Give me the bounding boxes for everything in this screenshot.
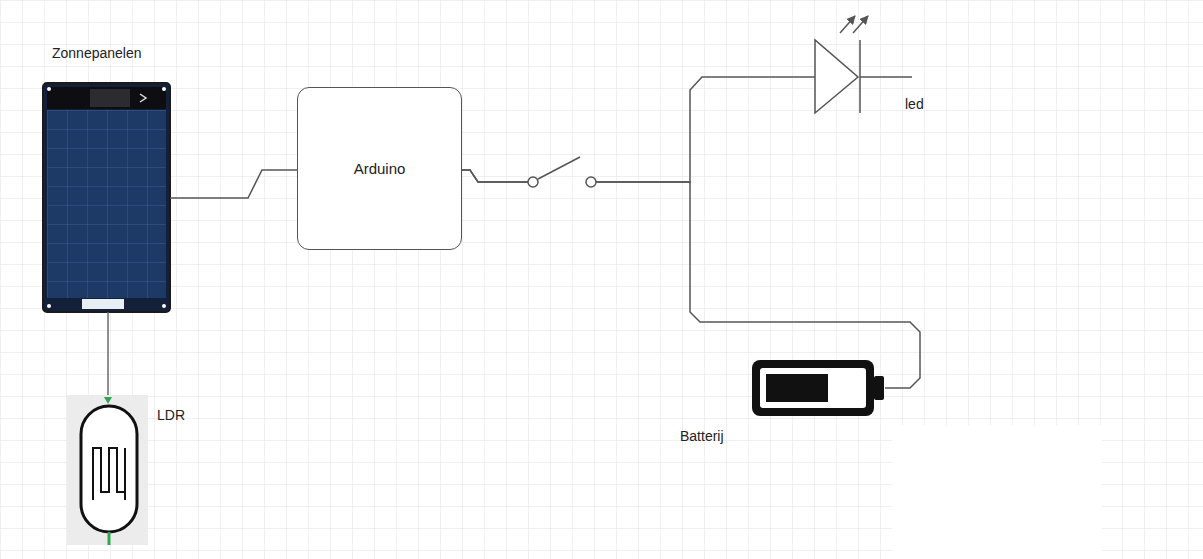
ldr-body [81, 406, 137, 532]
wire [107, 312, 109, 395]
panel-top-strip [47, 87, 166, 109]
switch-terminal [586, 177, 596, 187]
switch-symbol [528, 157, 596, 187]
battery-window [760, 368, 866, 408]
panel-frame [43, 83, 170, 312]
switch-lever [538, 157, 580, 179]
label: led [905, 96, 924, 113]
panel-dot [47, 304, 51, 308]
label: Batterij [680, 428, 724, 445]
solar-panel: Zonnepanelen [43, 83, 170, 312]
label: Arduino [354, 160, 406, 178]
ldr-track [93, 448, 125, 500]
diode-triangle [815, 40, 858, 113]
process-box: Arduino [297, 87, 462, 250]
label: Zonnepanelen [52, 45, 142, 62]
led: led [815, 40, 862, 113]
battery-case [752, 360, 874, 416]
battery-terminal [874, 376, 884, 400]
switch-terminal [528, 177, 538, 187]
ldr-lead [108, 532, 111, 545]
panel-dot [162, 87, 166, 91]
ldr-terminal [104, 397, 112, 404]
panel-dot [47, 87, 51, 91]
junction-box [90, 89, 130, 107]
wire [462, 170, 920, 388]
panel-plate [82, 299, 124, 309]
battery-icon [752, 360, 884, 416]
wire [170, 170, 297, 198]
panel-cells [47, 110, 166, 298]
battery: Batterij [752, 358, 885, 418]
led-lead [860, 76, 912, 78]
ldr: LDR [67, 395, 148, 545]
blank-patch [892, 425, 1102, 559]
light-ray [853, 16, 868, 33]
solar-panel-icon [43, 83, 170, 312]
panel-dot [162, 304, 166, 308]
light-ray [840, 16, 855, 33]
led-symbol [815, 16, 912, 113]
panel-mark [140, 94, 146, 102]
battery-charge [766, 374, 828, 402]
ldr-icon [67, 395, 148, 545]
wire [462, 77, 815, 182]
ldr-ground [67, 395, 148, 545]
label: LDR [157, 407, 185, 424]
